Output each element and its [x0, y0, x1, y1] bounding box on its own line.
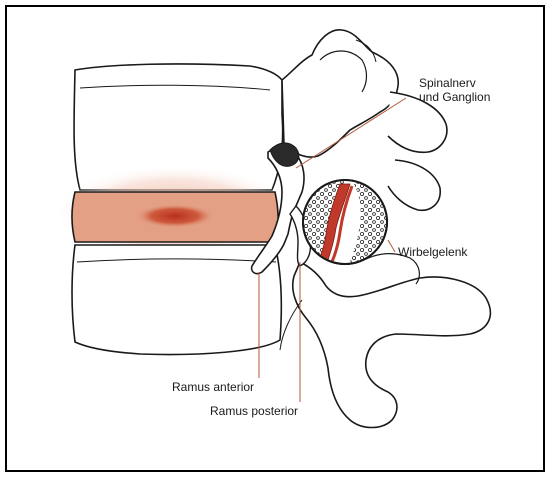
lower-spinous-process: [293, 262, 491, 428]
upper-spinous-process: [282, 30, 398, 157]
label-ramus-anterior: Ramus anterior: [172, 380, 254, 394]
label-spinal-nerve-line1: Spinalnerv: [419, 76, 476, 90]
label-spinal-nerve-line2: und Ganglion: [419, 90, 490, 104]
label-facet-joint: Wirbelgelenk: [398, 245, 467, 259]
leader-facet-joint: [388, 240, 395, 252]
disc-lesion: [135, 204, 215, 228]
label-ramus-posterior: Ramus posterior: [210, 404, 298, 418]
label-spinal-nerve: Spinalnerv und Ganglion: [419, 76, 490, 104]
lower-vertebral-body: [72, 245, 281, 354]
